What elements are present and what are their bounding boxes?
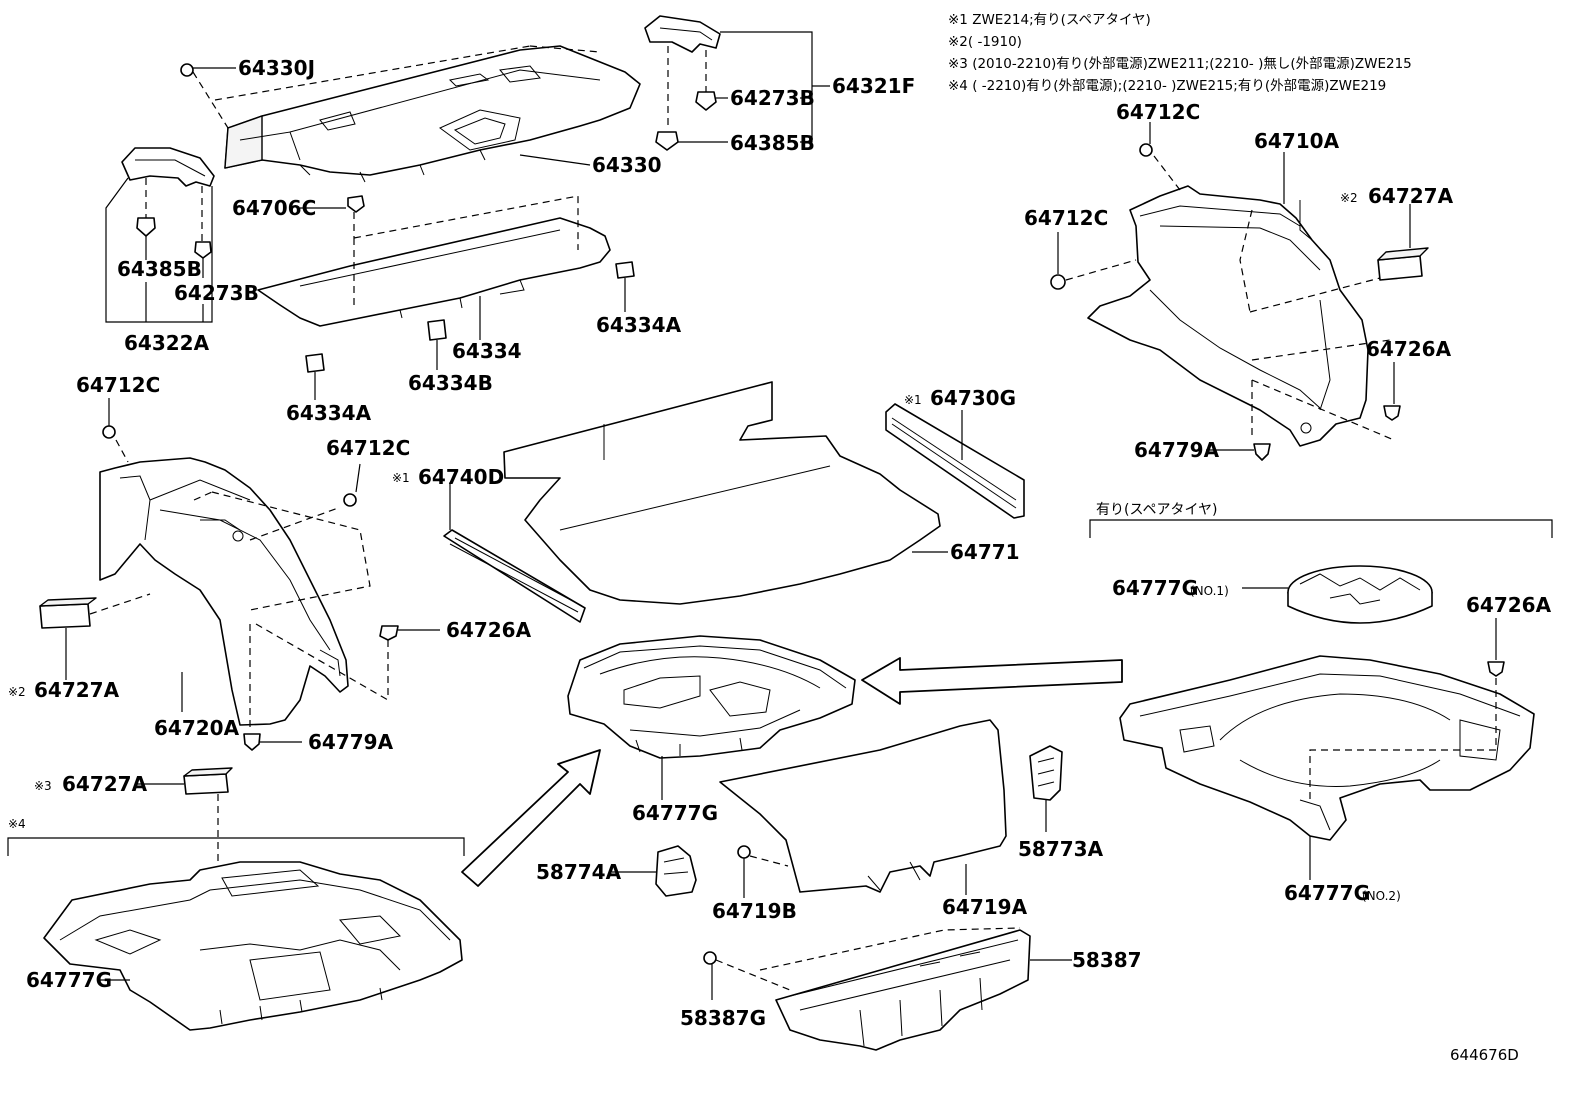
- label-64726a-spare: 64726A: [1466, 593, 1552, 617]
- label-64727a-right: 64727A: [1368, 184, 1454, 208]
- pad-64334a-left-icon: [305, 353, 325, 373]
- arrow-from-spare-icon: [861, 657, 1123, 705]
- spare-tray-no2: [1119, 655, 1535, 841]
- label-64727a-bottom: 64727A: [62, 772, 148, 796]
- label-64777g-no2: 64777G: [1284, 881, 1370, 905]
- label-58387: 58387: [1072, 948, 1142, 972]
- note4-bracket: [7, 837, 465, 856]
- label-64273b-left: 64273B: [174, 281, 259, 305]
- label-64712c-d: 64712C: [1024, 206, 1108, 230]
- label-64727a-left: 64727A: [34, 678, 120, 702]
- label-64330: 64330: [592, 153, 662, 177]
- label-64334b: 64334B: [408, 371, 493, 395]
- label-64385b-left: 64385B: [117, 257, 202, 281]
- clip-64726a-right-icon: [1383, 405, 1401, 421]
- pad-64727a-left-icon: [39, 603, 91, 629]
- bracket-58773a: [1029, 745, 1063, 801]
- pad-64334b-icon: [427, 319, 447, 341]
- bracket-58774a: [655, 845, 697, 897]
- clip-64385b-left-icon: [136, 217, 156, 237]
- sill-plate-58387: [775, 929, 1031, 1051]
- label-64779a-left: 64779A: [308, 730, 394, 754]
- label-58774a: 58774A: [536, 860, 622, 884]
- label-64779a-right: 64779A: [1134, 438, 1220, 462]
- label-64720a: 64720A: [154, 716, 240, 740]
- label-64777g-bottom-left: 64777G: [26, 968, 112, 992]
- label-64771: 64771: [950, 540, 1020, 564]
- clip-64330j-icon: [180, 63, 194, 77]
- trunk-board-64334: [257, 217, 611, 327]
- label-64710a: 64710A: [1254, 129, 1340, 153]
- label-64712c-b: 64712C: [326, 436, 410, 460]
- label-64719b: 64719B: [712, 899, 797, 923]
- label-64777g-no1-suffix: (NO.1): [1190, 584, 1229, 598]
- mark-64727a-right: ※2: [1340, 191, 1358, 205]
- spare-bracket: [1089, 519, 1553, 538]
- clip-64712c-a-icon: [102, 425, 116, 439]
- arrow-to-center-tray-icon: [461, 749, 601, 887]
- trunk-mat-64771: [503, 381, 941, 605]
- label-64777g-no1: 64777G: [1112, 576, 1198, 600]
- mark-64730g: ※1: [904, 393, 922, 407]
- bracket-64322a: [121, 147, 215, 187]
- spare-header: 有り(スペアタイヤ): [1096, 502, 1218, 518]
- clip-64726a-left-icon: [379, 625, 399, 641]
- side-trim-right-64710a: [1087, 185, 1369, 447]
- note-2: ※2( -1910): [948, 34, 1022, 50]
- label-64777g-center: 64777G: [632, 801, 718, 825]
- label-64321f: 64321F: [832, 74, 915, 98]
- deck-tray-bottom-64777g: [43, 861, 463, 1031]
- note-1: ※1 ZWE214;有り(スペアタイヤ): [948, 12, 1151, 28]
- clip-64273b-top-icon: [695, 91, 717, 111]
- package-tray-trim: [224, 45, 641, 183]
- pad-64334a-right-icon: [615, 261, 635, 279]
- clip-64779a-right-icon: [1253, 443, 1271, 461]
- label-64330j: 64330J: [238, 56, 315, 80]
- clip-64712c-d-icon: [1050, 274, 1066, 290]
- clip-58387g-icon: [703, 951, 717, 965]
- label-58387g: 58387G: [680, 1006, 766, 1030]
- label-64777g-no2-suffix: (NO.2): [1362, 889, 1401, 903]
- label-58773a: 58773A: [1018, 837, 1104, 861]
- label-64712c-c: 64712C: [1116, 100, 1200, 124]
- label-64730g: 64730G: [930, 386, 1016, 410]
- clip-64726a-spare-icon: [1487, 661, 1505, 677]
- clip-64712c-c-icon: [1139, 143, 1153, 157]
- seal-strip-64740d: [443, 529, 586, 623]
- clip-64712c-b-icon: [343, 493, 357, 507]
- label-64334a-right: 64334A: [596, 313, 682, 337]
- note-4: ※4 ( -2210)有り(外部電源);(2210- )ZWE215;有り(外部…: [948, 78, 1386, 94]
- side-trim-left-64720a: [99, 457, 349, 726]
- label-64334a-left: 64334A: [286, 401, 372, 425]
- label-64719a: 64719A: [942, 895, 1028, 919]
- clip-64273b-left-icon: [194, 241, 212, 259]
- mark-64740d: ※1: [392, 471, 410, 485]
- label-64726a-right: 64726A: [1366, 337, 1452, 361]
- mark-64727a-bottom: ※3: [34, 779, 52, 793]
- label-64740d: 64740D: [418, 465, 504, 489]
- pad-64727a-bottom-icon: [183, 773, 229, 795]
- bracket-64321f: [644, 15, 721, 53]
- label-64334: 64334: [452, 339, 522, 363]
- clip-64385b-top-icon: [655, 131, 679, 151]
- diagram-code: 644676D: [1450, 1046, 1519, 1064]
- label-64385b-top: 64385B: [730, 131, 815, 155]
- label-64706c: 64706C: [232, 196, 316, 220]
- mark-64727a-left: ※2: [8, 685, 26, 699]
- label-64322a: 64322A: [124, 331, 210, 355]
- clip-64779a-left-icon: [243, 733, 261, 751]
- label-64726a-left: 64726A: [446, 618, 532, 642]
- seal-strip-64730g: [885, 403, 1025, 519]
- note-3: ※3 (2010-2210)有り(外部電源)ZWE211;(2210- )無し(…: [948, 56, 1412, 72]
- clip-64706c-icon: [347, 195, 365, 213]
- label-64712c-a: 64712C: [76, 373, 160, 397]
- notes: ※1 ZWE214;有り(スペアタイヤ) ※2( -1910) ※3 (2010…: [948, 12, 1412, 94]
- note4-mark: ※4: [8, 817, 26, 831]
- trunk-lid-trim-64719a: [719, 719, 1007, 893]
- center-deck-tray-64777g: [567, 635, 856, 759]
- clip-64719b-icon: [737, 845, 751, 859]
- spare-tray-no1: [1287, 565, 1433, 624]
